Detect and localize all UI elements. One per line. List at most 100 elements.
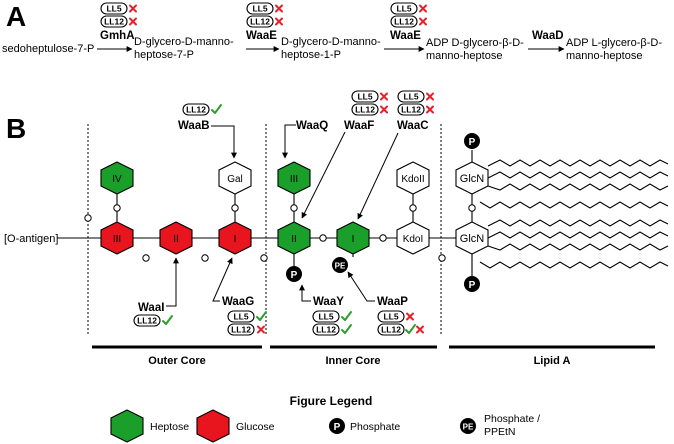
phosphate-marker: P — [286, 266, 302, 282]
link-oxygens — [84, 204, 476, 262]
svg-text:LL5: LL5 — [396, 4, 411, 14]
acyl-chains — [479, 159, 669, 269]
legend-item-glucose: Glucose — [196, 409, 275, 443]
phosphate-marker: P — [464, 276, 480, 292]
cross-icon — [380, 105, 388, 114]
residue-glcn-top: GlcN — [455, 161, 489, 195]
residue-kdo-i: KdoI — [396, 221, 430, 255]
ppetn-marker: PE — [332, 257, 348, 273]
section-label-outer-core: Outer Core — [148, 355, 205, 367]
residue-glucose-iii: III — [100, 221, 134, 255]
strain-badge-ll5: LL5 — [227, 310, 255, 323]
panel-b-label: B — [6, 113, 26, 144]
legend-item-heptose: Heptose — [110, 409, 189, 443]
ppetn-icon — [460, 418, 476, 434]
svg-text:LL5: LL5 — [318, 312, 333, 322]
svg-text:II: II — [173, 234, 179, 245]
svg-text:LL5: LL5 — [233, 312, 248, 322]
enzyme-arrow — [301, 131, 346, 219]
enzyme-arrow — [212, 257, 233, 302]
pathway-step-2: D-glycero-D-manno- heptose-7-P — [134, 36, 234, 61]
strain-badge-ll12: LL12 — [390, 15, 418, 28]
enzyme-arrow — [211, 125, 237, 159]
svg-text:P: P — [291, 270, 298, 281]
cross-icon — [380, 92, 388, 101]
svg-text:Glucose: Glucose — [236, 421, 275, 433]
check-icon — [256, 311, 267, 321]
check-icon — [162, 315, 173, 325]
residue-heptose-ii: II — [277, 221, 311, 255]
residue-glucose-i: I — [218, 221, 252, 255]
enzyme-waad: WaaD — [532, 30, 564, 42]
cross-icon — [416, 325, 424, 334]
svg-text:PE: PE — [335, 262, 346, 271]
pathway-step-1: sedoheptulose-7-P — [2, 43, 94, 55]
legend-item-phosphate: P Phosphate — [329, 418, 400, 434]
strain-badge-ll5: LL5 — [397, 90, 425, 103]
glucose-hexagon-icon — [196, 409, 230, 443]
enzyme-waaf: WaaF — [344, 120, 374, 132]
svg-text:LL12: LL12 — [355, 105, 375, 115]
strain-badge-ll5: LL5 — [351, 90, 379, 103]
step-label-line2: manno-heptose — [566, 50, 642, 62]
heptose-hexagon-icon — [110, 409, 144, 443]
svg-text:LL12: LL12 — [250, 17, 270, 27]
step-label-line2: heptose-7-P — [134, 49, 194, 61]
svg-text:I: I — [234, 234, 237, 245]
enzyme-gmha: GmhA — [100, 30, 135, 42]
svg-text:LL5: LL5 — [106, 4, 121, 14]
strain-badge-ll12: LL12 — [377, 323, 405, 336]
strain-badge-ll12: LL12 — [351, 103, 379, 116]
enzyme-waap: WaaP — [377, 296, 408, 308]
check-icon — [405, 324, 416, 334]
phosphate-icon — [329, 418, 345, 434]
cross-icon — [275, 4, 283, 13]
pathway-step-3: D-glycero-D-manno- heptose-1-P — [281, 36, 381, 61]
svg-text:P: P — [469, 137, 476, 148]
strain-badge-ll12: LL12 — [133, 314, 161, 327]
step-label-line2: heptose-1-P — [281, 49, 341, 61]
svg-text:GlcN: GlcN — [460, 173, 485, 185]
residue-glcn-bottom: GlcN — [455, 221, 489, 255]
enzyme-arrow — [166, 257, 179, 307]
svg-text:LL12: LL12 — [137, 316, 157, 326]
step-label-line1: ADP D-glycero-β-D- — [426, 37, 524, 49]
svg-text:LL12: LL12 — [401, 105, 421, 115]
strain-badge-ll5: LL5 — [246, 2, 274, 15]
check-icon — [341, 311, 352, 321]
strain-badge-ll5: LL5 — [312, 310, 340, 323]
svg-text:LL5: LL5 — [357, 92, 372, 102]
svg-text:PPEtN: PPEtN — [484, 426, 516, 438]
cross-icon — [426, 92, 434, 101]
section-label-inner-core: Inner Core — [325, 355, 380, 367]
legend-item-ppetn: PE Phosphate / PPEtN — [460, 413, 540, 438]
svg-text:KdoII: KdoII — [401, 174, 424, 185]
strain-badge-ll12: LL12 — [312, 323, 340, 336]
strain-badge-ll12: LL12 — [246, 15, 274, 28]
svg-text:III: III — [290, 174, 298, 185]
cross-icon — [257, 325, 265, 334]
step-label: sedoheptulose-7-P — [2, 43, 94, 55]
svg-text:I: I — [352, 234, 355, 245]
enzyme-waag: WaaG — [222, 296, 254, 308]
cross-icon — [129, 17, 137, 26]
pathway-step-4: ADP D-glycero-β-D- manno-heptose — [426, 37, 524, 62]
enzyme-waae: WaaE — [390, 30, 421, 42]
enzyme-waay: WaaY — [313, 296, 344, 308]
svg-text:Heptose: Heptose — [150, 421, 189, 433]
enzyme-waab: WaaB — [178, 120, 210, 132]
enzyme-waae: WaaE — [246, 30, 277, 42]
svg-text:LL5: LL5 — [252, 4, 267, 14]
svg-text:LL12: LL12 — [394, 17, 414, 27]
cross-icon — [129, 4, 137, 13]
section-label-lipid-a: Lipid A — [534, 355, 571, 367]
legend-title: Figure Legend — [290, 394, 373, 408]
step-label-line1: D-glycero-D-manno- — [134, 36, 234, 48]
svg-text:Phosphate: Phosphate — [350, 421, 400, 433]
strain-badge-ll12: LL12 — [397, 103, 425, 116]
svg-text:IV: IV — [112, 174, 122, 185]
step-label-line1: ADP L-glycero-β-D- — [566, 37, 662, 49]
strain-badge-ll12: LL12 — [100, 15, 128, 28]
svg-text:Phosphate /: Phosphate / — [484, 413, 540, 425]
enzyme-arrow — [299, 284, 311, 302]
